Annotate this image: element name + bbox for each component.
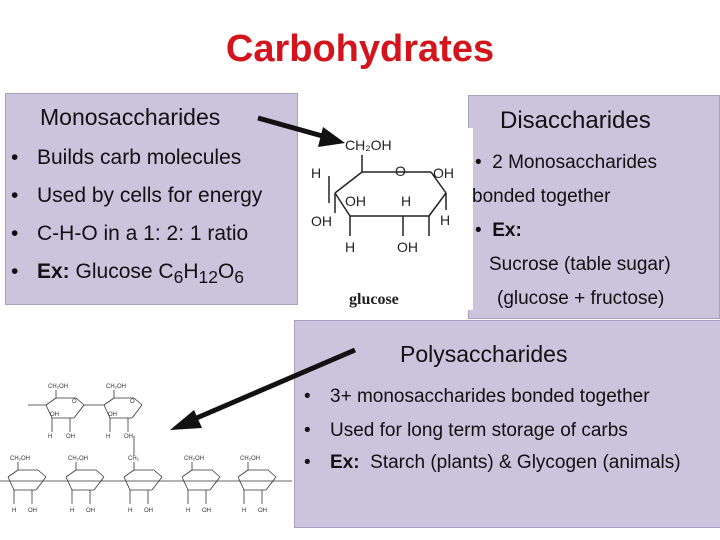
- oh-label: OH: [258, 508, 267, 514]
- glucose-h-label: H: [440, 212, 450, 228]
- ch2oh-label: CH₂OH: [240, 456, 260, 462]
- oh-label: OH: [28, 508, 37, 514]
- slide-title: Carbohydrates: [225, 28, 495, 70]
- glucose-ring: CH₂OH O OH H OH: [45, 384, 85, 440]
- ch2-label: CH₂: [128, 456, 140, 462]
- ch2oh-label: CH₂OH: [10, 456, 30, 462]
- glucose-ring: CH₂OH H OH: [181, 456, 221, 514]
- oh-label: OH: [124, 434, 133, 440]
- monosaccharides-heading: Monosaccharides: [40, 104, 221, 130]
- mono-to-di-arrow: [257, 115, 327, 140]
- glucose-oh-label: OH: [397, 239, 418, 255]
- o-label: O: [130, 399, 135, 405]
- glucose-caption: glucose: [349, 291, 399, 308]
- glucose-h-label: H: [311, 165, 321, 181]
- monosaccharides-list: •Builds carb molecules •Used by cells fo…: [11, 143, 263, 295]
- glucose-h-label: H: [401, 193, 411, 209]
- list-item: •Used by cells for energy: [11, 184, 263, 207]
- list-item: •3+ monosaccharides bonded together: [304, 386, 650, 407]
- glucose-ring: CH₂OH H OH: [7, 456, 47, 514]
- h-label: H: [242, 508, 246, 514]
- polysaccharides-list: •3+ monosaccharides bonded together •Use…: [304, 380, 690, 477]
- polysaccharide-chain-diagram: CH₂OH O OH H OH CH₂OH O OH H OH: [0, 384, 292, 514]
- list-item: •Builds carb molecules: [11, 146, 242, 169]
- disaccharides-text: • 2 Monosaccharides bonded together • Ex…: [472, 152, 671, 309]
- glucose-ring: CH₂OH H OH: [237, 456, 277, 514]
- disaccharides-box: [468, 95, 720, 319]
- glucose-ring: CH₂OH H OH: [65, 456, 105, 514]
- glucose-ring: CH₂OH O OH H OH: [103, 384, 143, 440]
- ch2oh-label: CH₂OH: [184, 456, 204, 462]
- ch2oh-label: CH₂OH: [68, 456, 88, 462]
- glucose-oh-label: OH: [345, 193, 366, 209]
- oh-label: OH: [202, 508, 211, 514]
- oh-label: OH: [108, 412, 117, 418]
- poly-arrow: [191, 347, 356, 423]
- oh-label: OH: [66, 434, 75, 440]
- arrowhead-icon: [170, 410, 202, 430]
- oh-label: OH: [144, 508, 153, 514]
- oh-label: OH: [86, 508, 95, 514]
- h-label: H: [48, 434, 52, 440]
- list-item: •Ex: Glucose C6H12O6: [11, 260, 245, 288]
- polysaccharides-box: [294, 320, 720, 528]
- monosaccharides-box: [5, 93, 298, 305]
- list-item: •C-H-O in a 1: 2: 1 ratio: [11, 222, 249, 245]
- glucose-ring: CH₂ H OH: [123, 436, 163, 514]
- list-item: •Ex: Starch (plants) & Glycogen (animals…: [304, 452, 681, 473]
- h-label: H: [186, 508, 190, 514]
- ch2oh-label: CH₂OH: [106, 384, 126, 390]
- glucose-o-label: O: [395, 163, 406, 179]
- glucose-h-label: H: [345, 239, 355, 255]
- disaccharides-heading: Disaccharides: [500, 107, 651, 134]
- h-label: H: [70, 508, 74, 514]
- h-label: H: [128, 508, 132, 514]
- polysaccharides-heading: Polysaccharides: [400, 341, 568, 367]
- glucose-oh-label: OH: [433, 165, 454, 181]
- arrowhead-icon: [318, 127, 345, 147]
- h-label: H: [106, 434, 110, 440]
- glucose-oh-label: OH: [311, 213, 332, 229]
- oh-label: OH: [50, 412, 59, 418]
- h-label: H: [12, 508, 16, 514]
- o-label: O: [72, 399, 77, 405]
- glucose-structure-diagram: CH₂OH O H OH OH H OH H H OH glucose: [305, 128, 473, 310]
- ch2oh-label: CH₂OH: [48, 384, 68, 390]
- glucose-ch2oh-label: CH₂OH: [345, 137, 392, 153]
- list-item: •Used for long term storage of carbs: [304, 420, 628, 441]
